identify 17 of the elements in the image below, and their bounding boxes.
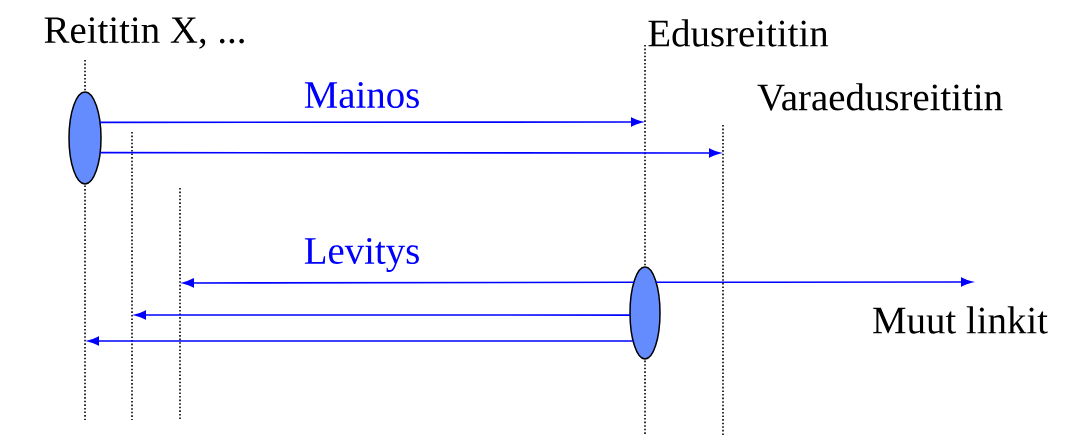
lifeline <box>722 124 724 435</box>
edge-label: Mainos <box>304 81 419 109</box>
arrow <box>134 310 631 320</box>
edge-label: Levitys <box>304 237 419 273</box>
lifeline <box>131 131 133 421</box>
lifeline <box>179 187 181 421</box>
lifeline-label: Reititin X, ... <box>44 17 244 49</box>
arrow <box>182 278 635 288</box>
arrow <box>99 117 643 127</box>
link-label: Muut linkit <box>873 306 1048 334</box>
arrow <box>87 336 634 346</box>
activation-ellipse <box>629 266 661 360</box>
arrow <box>99 148 721 158</box>
arrow <box>655 277 973 287</box>
lifeline-label: Edusreititin <box>648 19 829 47</box>
lifeline-label: Varaedusreititin <box>757 83 1003 111</box>
activation-ellipse <box>68 91 102 185</box>
